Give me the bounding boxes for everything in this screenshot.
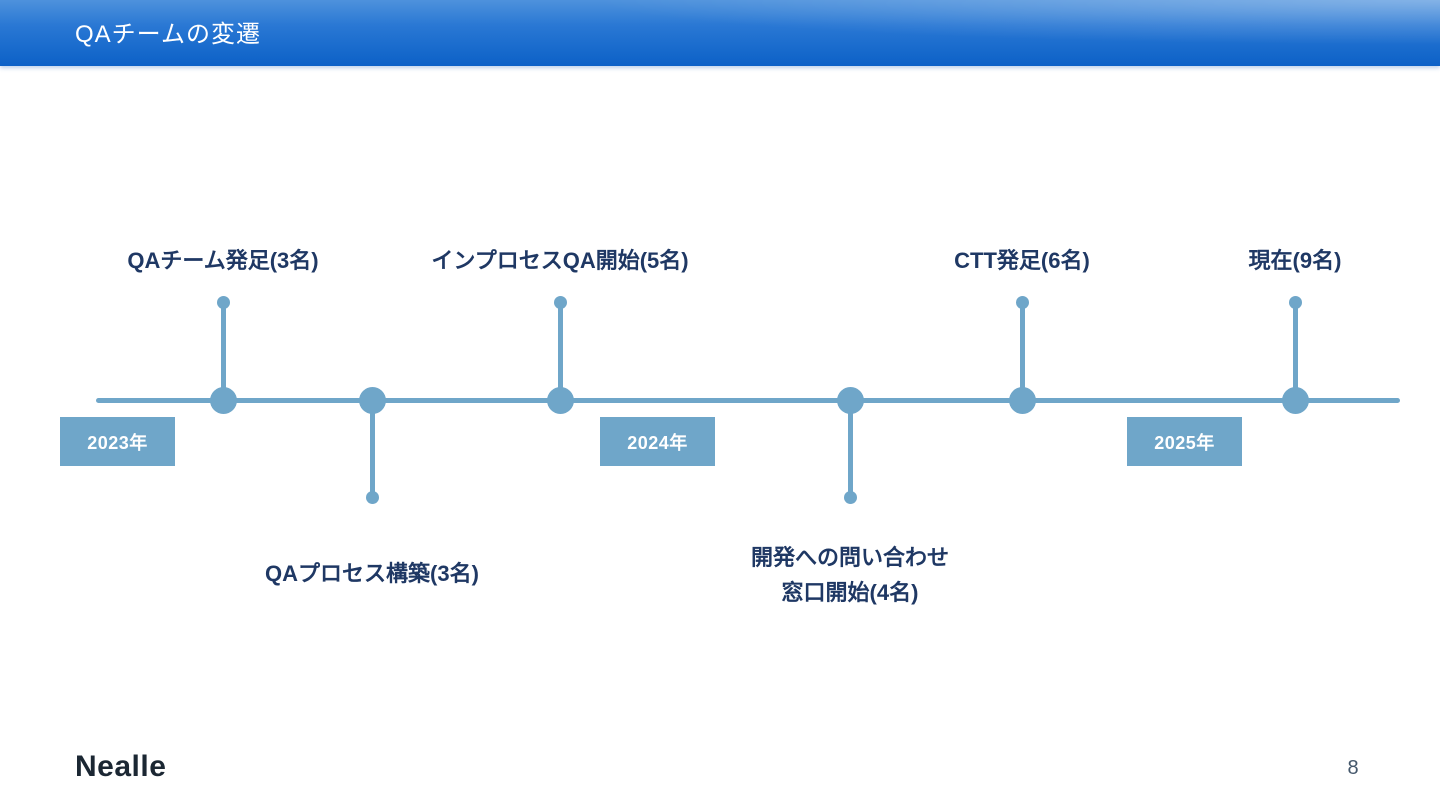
year-label: 2023年 [87, 432, 148, 453]
slide-header-bar: QAチームの変遷 [0, 0, 1440, 66]
connector-stem [848, 400, 853, 497]
slide-title: QAチームの変遷 [75, 21, 261, 48]
timeline-node-dot [359, 387, 386, 414]
endpoint-dot [844, 491, 857, 504]
milestone-label: 開発への問い合わせ 窓口開始(4名) [750, 545, 950, 605]
endpoint-dot [1016, 296, 1029, 309]
timeline-node-dot [837, 387, 864, 414]
timeline-node-dot [547, 387, 574, 414]
timeline-node-dot [210, 387, 237, 414]
year-badge-2025: 2025年 [1127, 417, 1242, 466]
year-badge-2024: 2024年 [600, 417, 715, 466]
year-badge-2023: 2023年 [60, 417, 175, 466]
endpoint-dot [217, 296, 230, 309]
nealle-logo: Nealle [75, 750, 167, 783]
milestone-label: QAプロセス構築(3名) [265, 561, 479, 586]
connector-stem [370, 400, 375, 497]
milestone-label: CTT発足(6名) [954, 248, 1090, 273]
endpoint-dot [1289, 296, 1302, 309]
milestone-label: インプロセスQA開始(5名) [431, 248, 689, 273]
connector-stem [1020, 303, 1025, 400]
year-label: 2025年 [1154, 432, 1215, 453]
connector-stem [558, 303, 563, 400]
timeline-axis-line [96, 398, 1400, 403]
timeline-node-dot [1009, 387, 1036, 414]
milestone-label: 現在(9名) [1248, 248, 1342, 273]
milestone-label: QAチーム発足(3名) [127, 248, 319, 273]
connector-stem [221, 303, 226, 400]
endpoint-dot [554, 296, 567, 309]
connector-stem [1293, 303, 1298, 400]
year-label: 2024年 [627, 432, 688, 453]
endpoint-dot [366, 491, 379, 504]
page-number: 8 [1347, 757, 1359, 779]
timeline-node-dot [1282, 387, 1309, 414]
